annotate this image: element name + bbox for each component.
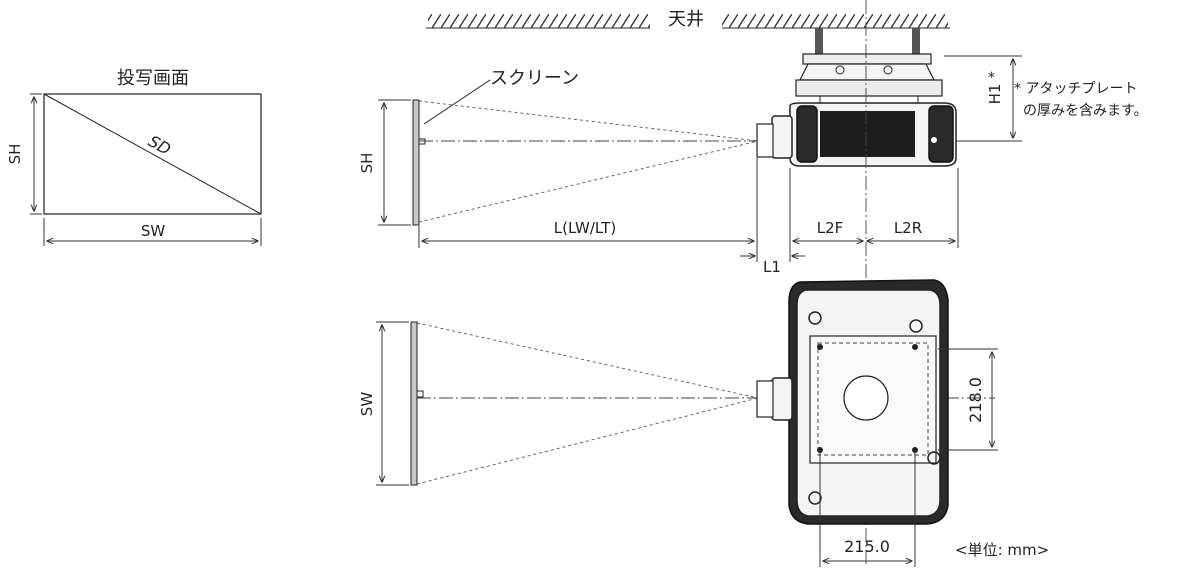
note-line-2: の厚みを含みます。 xyxy=(1023,103,1148,119)
dim-215-label: 215.0 xyxy=(844,537,890,556)
projector-side-rear-cap xyxy=(928,105,954,163)
top-sw-label: SW xyxy=(358,392,376,417)
h1-star: * xyxy=(988,70,995,86)
bracket-rod-right xyxy=(912,28,920,56)
ceiling: 天井 xyxy=(426,9,950,30)
bracket-screw-right xyxy=(883,65,893,75)
side-sh-label: SH xyxy=(358,153,376,174)
dim-218-label: 218.0 xyxy=(966,377,985,423)
projected-image-figure: 投写画面 SD SH SW xyxy=(6,68,262,246)
h1-label: H1 xyxy=(986,84,1004,105)
ceiling-hatch-left xyxy=(428,14,650,28)
bracket-screw-left xyxy=(835,65,845,75)
projector-side-front-cap xyxy=(796,105,818,163)
top-screen xyxy=(410,321,418,486)
foot-rear-left xyxy=(808,491,822,505)
lens-barrel-side xyxy=(771,115,793,159)
sh-left-label: SH xyxy=(6,144,24,165)
projector-side xyxy=(756,102,957,167)
sd-label: SD xyxy=(145,131,174,159)
top-beam-top xyxy=(416,322,759,399)
top-beam-bottom xyxy=(416,397,759,485)
unit-label: <単位: mm> xyxy=(955,541,1049,559)
mount-center-hole xyxy=(843,375,889,421)
l2f-label: L2F xyxy=(817,219,844,237)
screen-label: スクリーン xyxy=(490,68,579,89)
foot-front-right xyxy=(909,319,923,333)
projector-side-vent xyxy=(820,111,915,157)
note-line-1: * アタッチプレート xyxy=(1014,81,1137,97)
sw-bottom-label: SW xyxy=(141,222,166,240)
ceiling-label: 天井 xyxy=(668,9,704,30)
side-indicator xyxy=(931,137,937,143)
side-view: スクリーン SH xyxy=(358,28,1148,276)
bracket-rod-left xyxy=(815,28,823,56)
projected-image-title: 投写画面 xyxy=(117,68,189,89)
ceiling-bracket xyxy=(795,28,943,104)
side-beam-bottom xyxy=(418,140,759,223)
projector-bottom xyxy=(756,279,949,525)
mount-plate-dashed xyxy=(817,342,929,456)
side-screen-tab xyxy=(418,138,426,145)
bracket-plate-top xyxy=(802,53,932,65)
top-view: SW 218.0 215.0 xyxy=(358,279,1049,567)
mount-screw-1 xyxy=(817,344,823,350)
lens-barrel-top xyxy=(771,377,793,421)
diagonal-line xyxy=(43,93,262,215)
l2r-label: L2R xyxy=(894,219,922,237)
screen-callout-line xyxy=(423,79,491,125)
side-screen xyxy=(412,99,420,226)
top-screen-tab xyxy=(416,390,424,398)
side-beam-top xyxy=(418,100,759,142)
mount-screw-2 xyxy=(912,344,918,350)
bracket-body xyxy=(799,63,935,81)
foot-rear-right xyxy=(927,451,941,465)
projected-image-rect xyxy=(43,93,262,215)
lens-front-side xyxy=(756,123,774,158)
foot-front-left xyxy=(808,311,822,325)
ceiling-hatch-right xyxy=(722,14,948,28)
attach-plate xyxy=(795,79,943,97)
l-lw-lt-label: L(LW/LT) xyxy=(554,219,616,237)
lens-front-top xyxy=(756,380,774,418)
l1-label: L1 xyxy=(763,258,781,276)
